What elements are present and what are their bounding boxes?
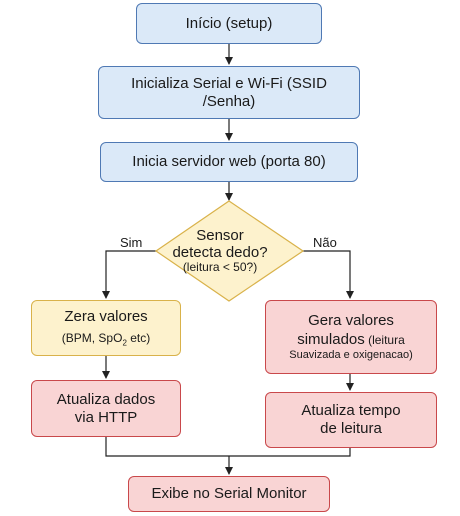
decision-line2: detecta dedo?	[172, 244, 268, 262]
update-time-line1: Atualiza tempo	[301, 402, 401, 419]
update-time-node: Atualiza tempo de leitura	[265, 392, 437, 448]
zero-title: Zera valores	[64, 308, 148, 325]
branch-no-label: Não	[313, 235, 337, 250]
branch-yes-label: Sim	[120, 235, 143, 250]
serial-monitor-node: Exibe no Serial Monitor	[128, 476, 330, 512]
update-http-node: Atualiza dados via HTTP	[31, 380, 181, 437]
start-node: Início (setup)	[136, 3, 322, 44]
decision-diamond	[154, 200, 305, 302]
merge-line	[105, 437, 351, 457]
simulate-values-node: Gera valores simulados (leitura Suavizad…	[265, 300, 437, 374]
sim-line1: Gera valores	[308, 311, 394, 329]
zero-values-node: Zera valores (BPM, SpO2 etc)	[31, 300, 181, 356]
start-label: Início (setup)	[185, 14, 273, 32]
decision-line3: (leitura < 50?)	[182, 260, 258, 275]
update-time-line2: de leitura	[320, 420, 382, 437]
decision-sensor-finger: Sensor detecta dedo? (leitura < 50?)	[155, 201, 285, 301]
init-label-line2: /Senha)	[202, 92, 256, 110]
sim-line3: Suavizada e oxigenacao)	[289, 349, 413, 361]
decision-line1: Sensor	[196, 226, 244, 244]
update-http-line1: Atualiza dados	[56, 390, 156, 408]
start-server-node: Inicia servidor web (porta 80)	[100, 142, 358, 182]
serial-monitor-label: Exibe no Serial Monitor	[151, 485, 307, 502]
zero-detail: (BPM, SpO2 etc)	[61, 331, 151, 348]
server-label: Inicia servidor web (porta 80)	[132, 153, 326, 170]
arrow-decision-no	[303, 250, 354, 299]
init-label-line1: Inicializa Serial e Wi-Fi (SSID	[131, 74, 327, 92]
sim-line2: simulados (leitura	[297, 330, 405, 348]
update-http-line2: via HTTP	[74, 408, 138, 426]
init-serial-wifi-node: Inicializa Serial e Wi-Fi (SSID /Senha)	[98, 66, 360, 119]
arrow-decision-yes	[102, 250, 156, 299]
